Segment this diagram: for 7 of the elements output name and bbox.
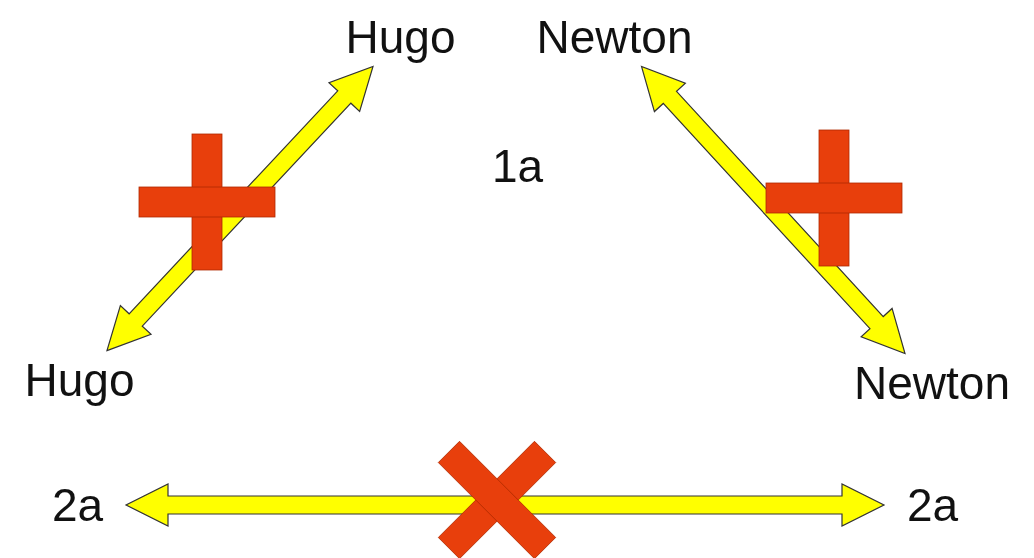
- node-label: 2a: [51, 482, 104, 528]
- double-arrow: [640, 65, 906, 355]
- node-label: Newton: [854, 360, 1010, 406]
- node-label: 2a: [906, 482, 959, 528]
- double-arrow: [124, 483, 886, 527]
- node-label: Newton: [536, 14, 693, 60]
- text-label: 1a: [492, 143, 544, 189]
